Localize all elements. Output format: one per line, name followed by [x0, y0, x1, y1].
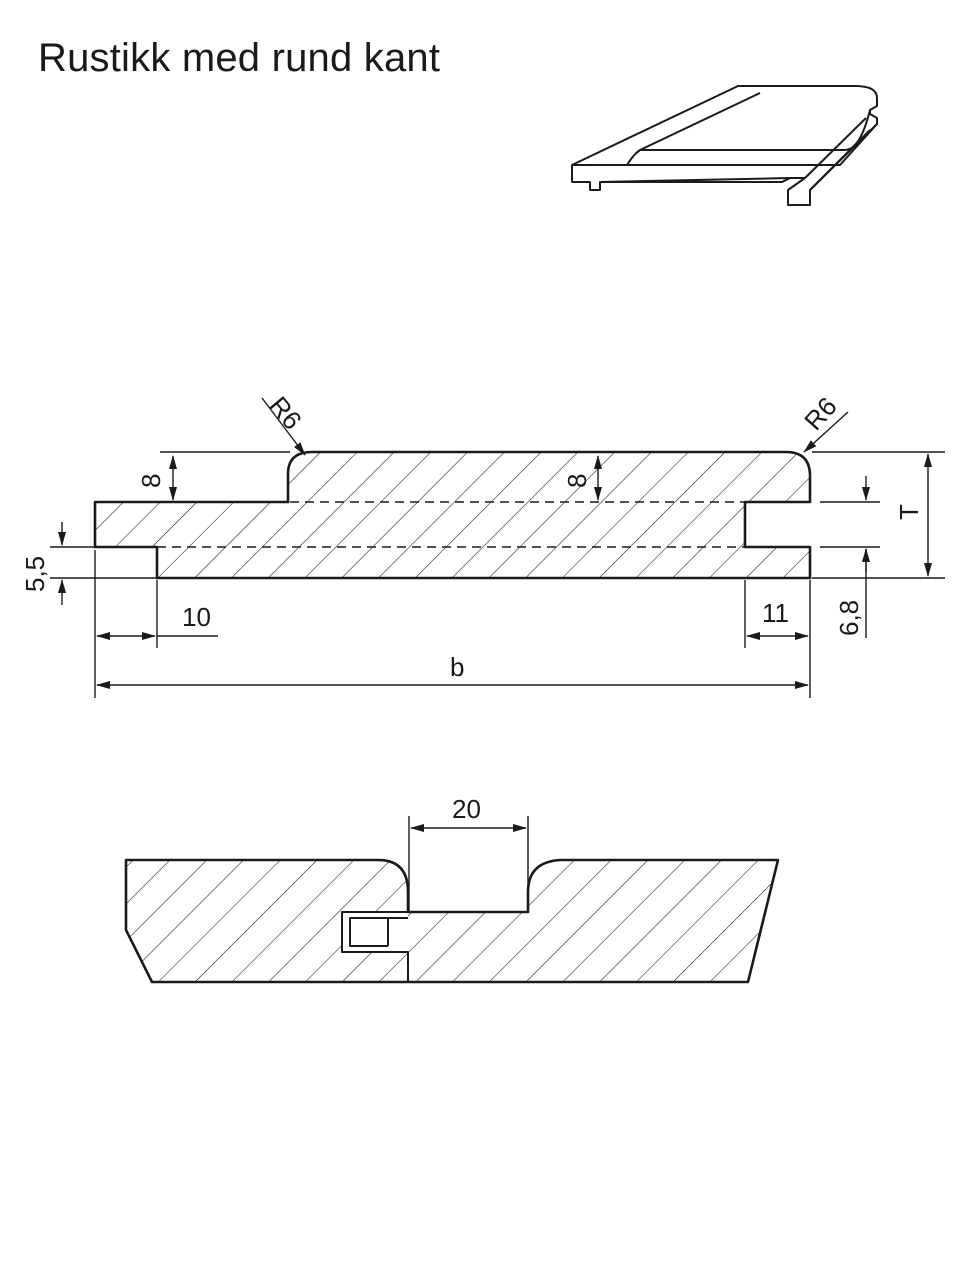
thickness-label: T [894, 504, 924, 520]
isometric-board-icon [571, 85, 878, 206]
page-title: Rustikk med rund kant [38, 36, 441, 80]
width-label: b [450, 652, 464, 682]
radius-left-label: R6 [263, 391, 307, 436]
groove-offset-label: 6,8 [834, 600, 864, 636]
dimension-lines [50, 397, 945, 698]
joint-detail-section [124, 816, 780, 984]
bead-depth-left-label: 8 [136, 474, 166, 488]
joint-gap-label: 20 [452, 794, 481, 824]
tongue-length-label: 10 [182, 602, 211, 632]
groove-depth-label: 11 [762, 598, 789, 628]
radius-right-label: R6 [798, 391, 843, 436]
bead-depth-right-label: 8 [562, 474, 592, 488]
main-profile-section [93, 450, 812, 580]
tongue-offset-label: 5,5 [20, 556, 50, 592]
